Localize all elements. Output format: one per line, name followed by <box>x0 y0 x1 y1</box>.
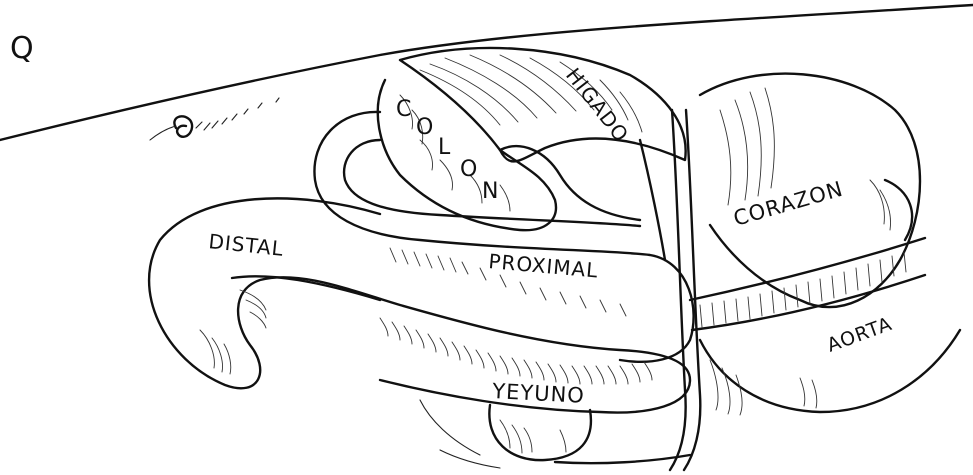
eye-mark <box>150 98 279 140</box>
aorta <box>690 238 925 330</box>
label-colon-n: N <box>482 179 499 204</box>
panel-letter: Q <box>10 31 35 66</box>
label-colon-c: C <box>396 97 412 122</box>
label-colon-l: L <box>438 135 451 160</box>
label-aorta: AORTA <box>824 313 895 357</box>
label-colon-o2: O <box>460 157 478 182</box>
bottom-loops <box>489 405 591 460</box>
body-outline <box>0 5 973 140</box>
label-distal: DISTAL <box>207 229 285 261</box>
label-yeyuno: YEYUNO <box>491 379 586 408</box>
label-proximal: PROXIMAL <box>488 249 600 283</box>
label-higado: HIGADO <box>561 63 634 147</box>
label-corazon: CORAZON <box>731 177 846 231</box>
label-colon-o1: O <box>416 115 434 140</box>
vertical-vessel <box>670 110 686 470</box>
